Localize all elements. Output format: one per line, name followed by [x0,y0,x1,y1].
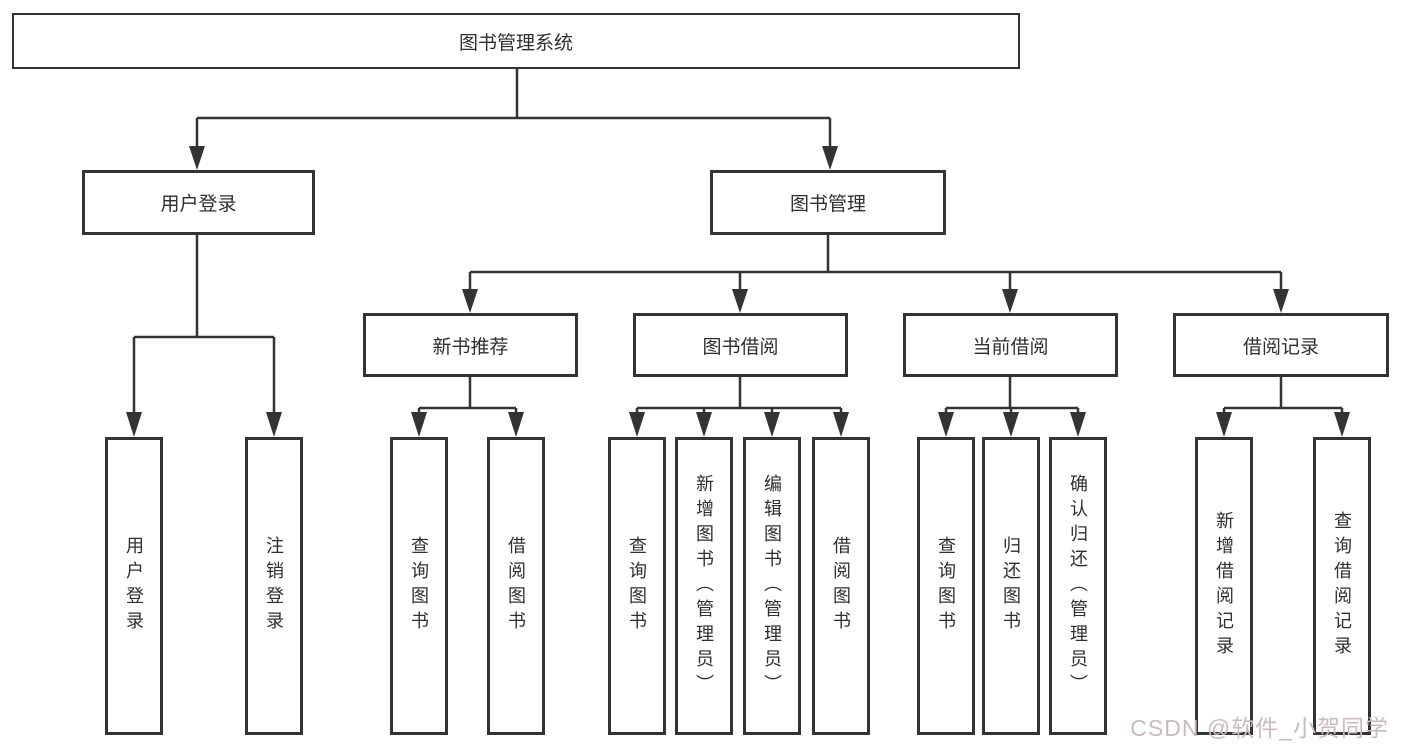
leaf-add-borrow-record: 新增借阅记录 [1195,437,1253,735]
leaf-borrow-books-recommend: 借阅图书 [487,437,545,735]
leaf-query-borrow-record: 查询借阅记录 [1313,437,1371,735]
leaf-edit-book-admin: 编辑图书（管理员） [743,437,801,735]
leaf-query-books-current-label: 查询图书 [936,536,956,636]
edge-borrow-records-to-leaves [1216,377,1350,437]
leaf-edit-book-admin-label: 编辑图书（管理员） [762,473,782,699]
leaf-query-books-recommend-label: 查询图书 [409,536,429,636]
root-node-label: 图书管理系统 [458,32,573,54]
branch-book-borrow: 图书借阅 [633,313,848,377]
leaf-confirm-return-admin: 确认归还（管理员） [1049,437,1107,735]
leaf-borrow-books: 借阅图书 [812,437,870,735]
leaf-logout: 注销登录 [245,437,303,735]
edge-new-book-recommend-to-leaves [411,377,524,437]
leaf-add-book-admin-label: 新增图书（管理员） [694,473,714,699]
branch-user-login: 用户登录 [82,170,315,235]
leaf-user-login-label: 用户登录 [124,536,144,636]
leaf-logout-label: 注销登录 [264,536,284,636]
branch-book-management: 图书管理 [710,170,946,235]
leaf-borrow-books-label: 借阅图书 [831,536,851,636]
leaf-borrow-books-recommend-label: 借阅图书 [506,536,526,636]
leaf-query-borrow-record-label: 查询借阅记录 [1332,511,1352,661]
branch-book-management-label: 图书管理 [789,194,866,215]
leaf-query-books-recommend: 查询图书 [390,437,448,735]
root-node: 图书管理系统 [12,13,1020,69]
leaf-confirm-return-admin-label: 确认归还（管理员） [1068,473,1088,699]
leaf-add-borrow-record-label: 新增借阅记录 [1214,511,1234,661]
branch-current-borrow: 当前借阅 [903,313,1118,377]
edge-user-login-to-leaves [126,235,282,437]
branch-book-borrow-label: 图书借阅 [702,336,779,358]
leaf-user-login: 用户登录 [105,437,163,735]
leaf-query-books-borrow: 查询图书 [608,437,666,735]
branch-new-book-recommend-label: 新书推荐 [432,336,509,358]
leaf-query-books-current: 查询图书 [917,437,975,735]
branch-borrow-records: 借阅记录 [1173,313,1389,377]
branch-borrow-records-label: 借阅记录 [1242,336,1319,358]
branch-new-book-recommend: 新书推荐 [363,313,578,377]
edge-current-borrow-to-leaves [938,377,1086,437]
leaf-return-books: 归还图书 [982,437,1040,735]
edge-book-borrow-to-leaves [629,377,849,437]
edge-root-to-branches [189,69,838,170]
csdn-watermark: CSDN @软件_小贺同学 [1130,715,1389,741]
leaf-query-books-borrow-label: 查询图书 [627,536,647,636]
leaf-add-book-admin: 新增图书（管理员） [675,437,733,735]
branch-user-login-label: 用户登录 [160,194,237,215]
edge-book-management-to-branches [462,235,1289,313]
branch-current-borrow-label: 当前借阅 [972,336,1049,358]
leaf-return-books-label: 归还图书 [1001,536,1021,636]
